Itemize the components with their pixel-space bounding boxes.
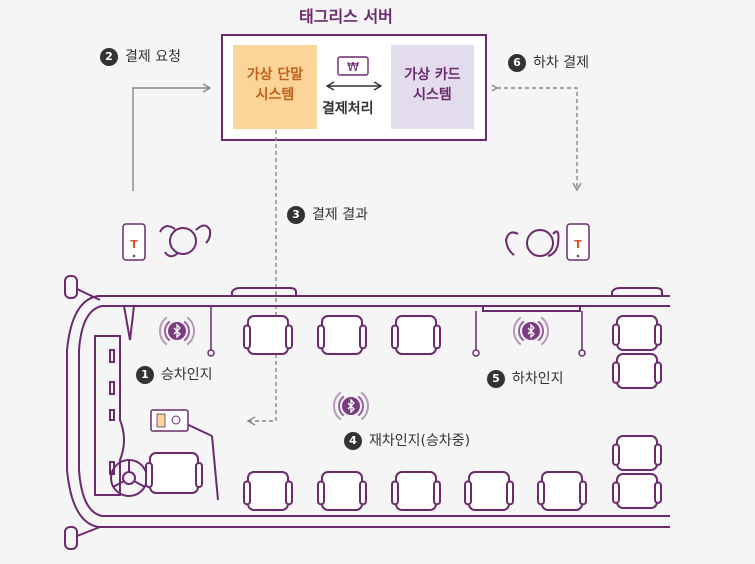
steering-wheel-icon bbox=[110, 459, 148, 497]
terminal-system-box bbox=[233, 45, 317, 129]
seat-top-1 bbox=[243, 315, 293, 355]
seat-rear-2 bbox=[612, 353, 662, 389]
won-currency-icon: ₩ bbox=[337, 56, 369, 76]
driver-seat bbox=[145, 452, 203, 494]
svg-text:T: T bbox=[574, 238, 582, 251]
smartphone-icon-boarding: T bbox=[122, 223, 146, 261]
seat-bottom-3 bbox=[391, 471, 441, 511]
bluetooth-icon-boarding bbox=[159, 316, 195, 346]
passenger-icon-boarding bbox=[159, 224, 212, 258]
seat-bottom-5 bbox=[537, 471, 587, 511]
card-system-box bbox=[391, 45, 474, 129]
seat-rear-3 bbox=[612, 435, 662, 471]
bus-outline bbox=[64, 275, 670, 550]
seat-bottom-4 bbox=[464, 471, 514, 511]
bluetooth-icon-alighting bbox=[513, 316, 549, 346]
card-system-label: 가상 카드 시스템 bbox=[404, 67, 461, 103]
smartphone-icon-alighting: T bbox=[566, 223, 590, 261]
alighting-payment-arrow bbox=[497, 87, 582, 192]
terminal-system-label: 가상 단말 시스템 bbox=[246, 67, 304, 103]
payment-result-arrow bbox=[246, 130, 277, 426]
seat-bottom-2 bbox=[317, 471, 367, 511]
seat-top-3 bbox=[391, 315, 441, 355]
bluetooth-icon-riding bbox=[333, 391, 369, 421]
seat-rear-4 bbox=[612, 473, 662, 509]
server-title: 태그리스 서버 bbox=[299, 7, 393, 26]
seat-rear-1 bbox=[612, 315, 662, 351]
svg-text:₩: ₩ bbox=[347, 60, 359, 74]
grab-handles bbox=[207, 306, 586, 357]
seat-top-2 bbox=[317, 315, 367, 355]
passenger-icon-alighting bbox=[504, 229, 560, 257]
payment-request-arrow bbox=[132, 83, 212, 191]
seat-bottom-1 bbox=[243, 471, 293, 511]
card-reader-icon bbox=[150, 409, 189, 432]
processing-label: 결제처리 bbox=[322, 101, 374, 117]
svg-text:T: T bbox=[130, 238, 138, 251]
